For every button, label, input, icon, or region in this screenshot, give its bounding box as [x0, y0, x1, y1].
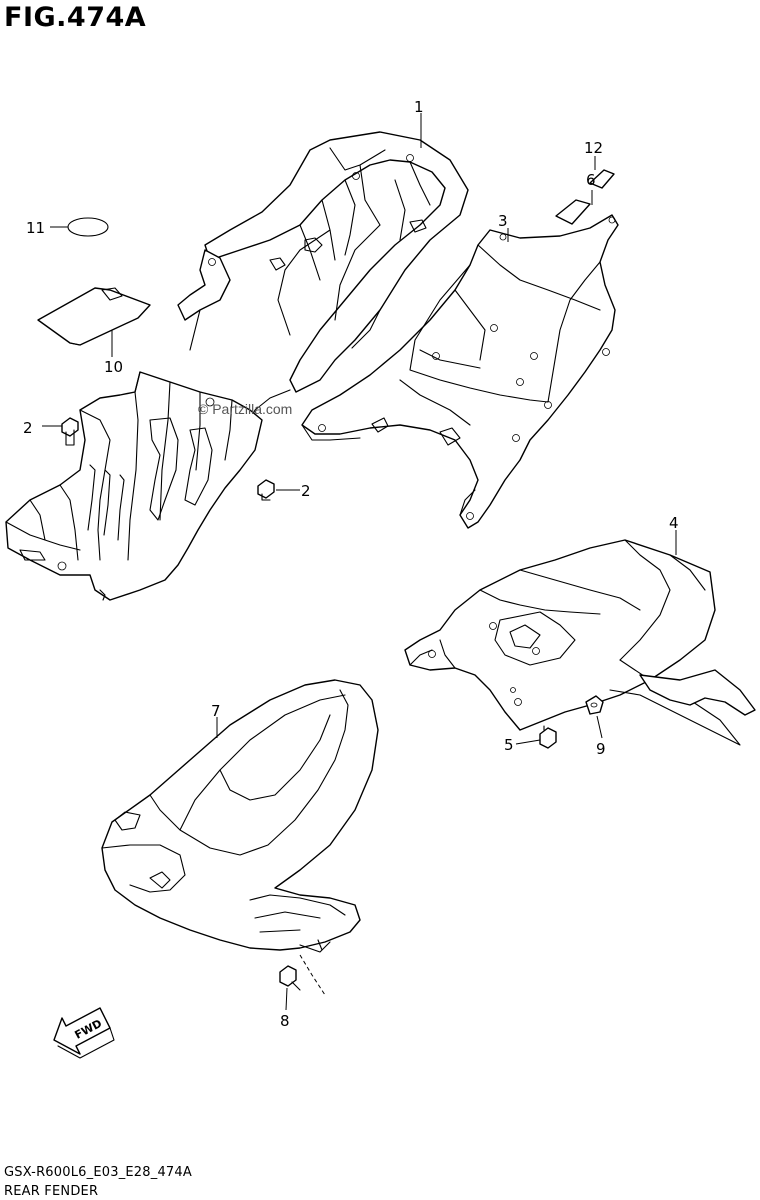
callout-4[interactable]: 4 [669, 514, 679, 532]
part-1-storage-tray[interactable] [5, 371, 263, 601]
part-10-cushion[interactable] [37, 287, 151, 346]
callout-6[interactable]: 6 [586, 171, 596, 189]
callout-labels: 1 2 2 3 4 5 6 7 8 9 10 11 12 [23, 98, 679, 1030]
part-8-bolt[interactable] [279, 954, 326, 996]
callout-5[interactable]: 5 [504, 736, 514, 754]
section-name: REAR FENDER [4, 1184, 99, 1199]
part-11-o-ring[interactable] [67, 217, 109, 237]
callout-1[interactable]: 1 [414, 98, 424, 116]
model-code: GSX-R600L6_E03_E28_474A [4, 1165, 192, 1180]
part-12-pad[interactable] [589, 169, 615, 189]
callout-12[interactable]: 12 [584, 139, 603, 157]
callout-10[interactable]: 10 [104, 358, 123, 376]
part-3-inner-fender[interactable] [301, 214, 619, 529]
callout-7[interactable]: 7 [211, 702, 221, 720]
part-6-pad[interactable] [555, 199, 591, 225]
part-2-bolt-lower[interactable] [257, 479, 275, 501]
part-5-bolt[interactable] [539, 725, 557, 749]
callout-2-lower[interactable]: 2 [301, 482, 311, 500]
part-7-front-fender[interactable] [101, 679, 379, 953]
callout-3[interactable]: 3 [498, 212, 508, 230]
part-9-washer[interactable] [585, 695, 604, 715]
watermark: © Partzilla.com [198, 401, 292, 417]
leader-lines [42, 113, 677, 1011]
callout-11[interactable]: 11 [26, 219, 45, 237]
figure-title: FIG.474A [4, 2, 147, 33]
callout-9[interactable]: 9 [596, 740, 606, 758]
part-4-fender-bracket[interactable] [404, 539, 756, 746]
part-2-bolt-upper[interactable] [61, 417, 79, 446]
callout-2-upper[interactable]: 2 [23, 419, 33, 437]
callout-8[interactable]: 8 [280, 1012, 290, 1030]
fwd-arrow-icon: FWD [53, 1007, 115, 1059]
